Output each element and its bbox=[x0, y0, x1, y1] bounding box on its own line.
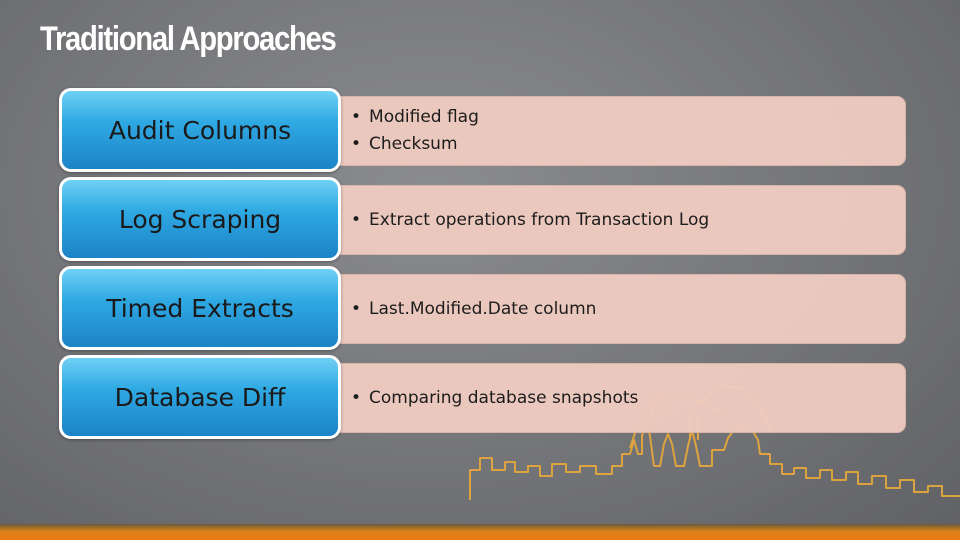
approach-label: Timed Extracts bbox=[106, 294, 294, 323]
approach-label-box: Audit Columns bbox=[59, 88, 341, 172]
page-title: Traditional Approaches bbox=[40, 20, 335, 59]
approach-row-audit-columns: Modified flag Checksum Audit Columns bbox=[0, 88, 960, 174]
approach-label-box: Log Scraping bbox=[59, 177, 341, 261]
bullet-item: Comparing database snapshots bbox=[351, 385, 905, 412]
approach-label: Database Diff bbox=[115, 383, 286, 412]
approach-label-box: Database Diff bbox=[59, 355, 341, 439]
approach-row-database-diff: Comparing database snapshots Database Di… bbox=[0, 355, 960, 441]
approach-label: Audit Columns bbox=[109, 116, 291, 145]
approach-row-timed-extracts: Last.Modified.Date column Timed Extracts bbox=[0, 266, 960, 352]
bottom-accent-bar bbox=[0, 524, 960, 540]
approach-label: Log Scraping bbox=[119, 205, 281, 234]
bullet-item: Checksum bbox=[351, 131, 905, 158]
bullet-item: Extract operations from Transaction Log bbox=[351, 207, 905, 234]
bullet-item: Modified flag bbox=[351, 104, 905, 131]
bullet-item: Last.Modified.Date column bbox=[351, 296, 905, 323]
approach-details: Comparing database snapshots bbox=[320, 363, 906, 433]
approach-row-log-scraping: Extract operations from Transaction Log … bbox=[0, 177, 960, 263]
approach-details: Modified flag Checksum bbox=[320, 96, 906, 166]
approach-details: Last.Modified.Date column bbox=[320, 274, 906, 344]
approach-details: Extract operations from Transaction Log bbox=[320, 185, 906, 255]
approach-label-box: Timed Extracts bbox=[59, 266, 341, 350]
